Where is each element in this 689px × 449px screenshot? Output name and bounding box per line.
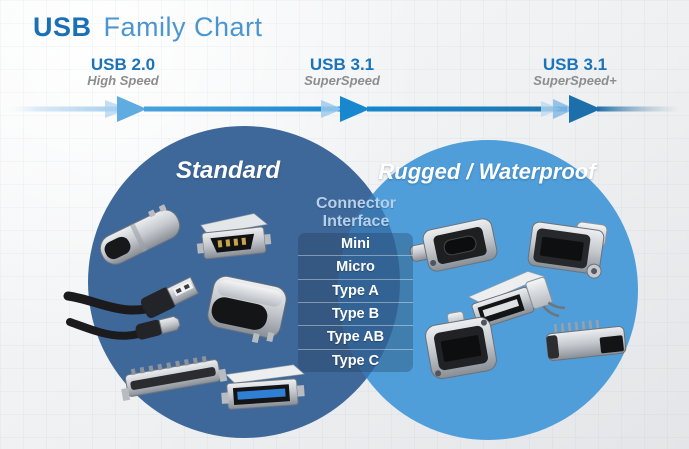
milestone-name: USB 3.1 bbox=[309, 55, 375, 74]
milestone-speed: SuperSpeed+ bbox=[533, 72, 617, 88]
rugged-io-connector-image bbox=[545, 319, 627, 362]
usb2-arrowhead-icon bbox=[117, 96, 147, 122]
milestone-name: USB 3.1 bbox=[542, 55, 608, 74]
connector-interface-header: Connector Interface bbox=[316, 195, 396, 230]
rugged-circle-label: Rugged / Waterproof bbox=[378, 159, 596, 184]
milestone-usb-3-1-superspeed: USB 3.1 SuperSpeed bbox=[304, 56, 380, 89]
list-item-type-a: Type A bbox=[298, 278, 413, 302]
rugged-usb-a-receptacle-image bbox=[527, 221, 608, 279]
ghost-arrowhead-icon bbox=[321, 100, 343, 118]
milestone-usb-3-1-superspeed-plus: USB 3.1 SuperSpeed+ bbox=[533, 56, 616, 89]
title-rest: Family Chart bbox=[103, 12, 263, 42]
rugged-usb-a-flange-connector-image bbox=[425, 311, 497, 380]
standard-circle-label: Standard bbox=[175, 157, 281, 184]
usb-type-c-receptacle-image bbox=[99, 204, 181, 265]
rugged-usb-a-plug-image bbox=[468, 271, 565, 329]
timeline-arrow bbox=[0, 95, 679, 123]
micro-usb-smt-receptacle-image bbox=[121, 355, 228, 401]
list-item-micro: Micro bbox=[298, 255, 413, 278]
milestone-speed: High Speed bbox=[87, 72, 159, 88]
connector-interface-list: Mini Micro Type A Type B Type AB Type C bbox=[298, 233, 413, 372]
usb-type-c-plug-shell-image bbox=[207, 275, 287, 344]
usb3-type-a-receptacle-image bbox=[221, 364, 305, 410]
ghost-arrowhead-icon bbox=[541, 101, 561, 117]
milestone-usb-2-0: USB 2.0 High Speed bbox=[87, 56, 159, 89]
milestone-name: USB 2.0 bbox=[90, 55, 156, 74]
usb31plus-arrowhead-icon bbox=[569, 95, 601, 123]
ghost-arrowhead-icon bbox=[553, 99, 575, 119]
title-brand: USB bbox=[33, 12, 92, 42]
mini-usb-receptacle-image bbox=[196, 213, 272, 260]
page-title: USB Family Chart bbox=[33, 12, 263, 43]
list-item-mini: Mini bbox=[341, 236, 370, 253]
rugged-micro-usb-panel-connector-image bbox=[409, 218, 498, 272]
list-item-type-c: Type C bbox=[298, 348, 413, 372]
milestone-speed: SuperSpeed bbox=[304, 72, 380, 88]
usb31-arrowhead-icon bbox=[340, 96, 370, 122]
list-item-type-b: Type B bbox=[298, 301, 413, 325]
list-item-type-ab: Type AB bbox=[298, 325, 413, 348]
usb-a-and-micro-usb-cables-image bbox=[63, 276, 199, 340]
